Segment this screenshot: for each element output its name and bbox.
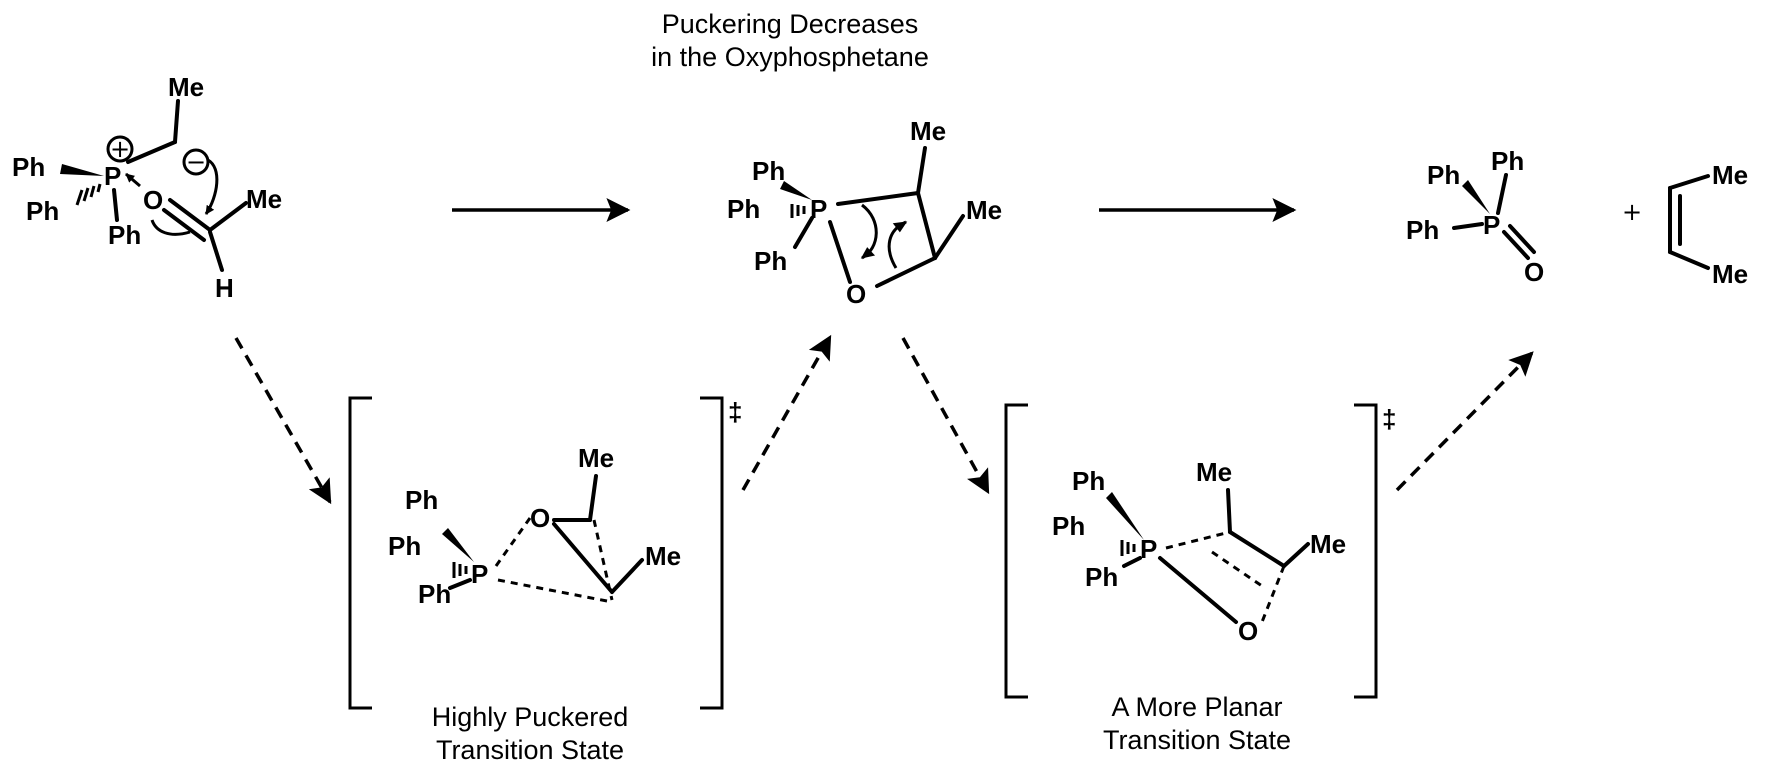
- ph-label-15: Ph: [1085, 562, 1118, 592]
- ph-label-8: Ph: [1491, 146, 1524, 176]
- wedge-bond-2: [780, 181, 812, 200]
- ph-label-11: Ph: [388, 531, 421, 561]
- highly-puckered-transition-state: ‡ Ph Ph Ph P O Me Me: [348, 396, 742, 710]
- phosphorus-label: P: [104, 161, 121, 191]
- me-label-9: Me: [1310, 529, 1346, 559]
- wedge-bond-3: [1462, 180, 1490, 214]
- negative-charge-icon: [182, 148, 210, 176]
- oxaphosphetane-molecule: Ph Ph Ph P O Me Me: [727, 116, 1002, 309]
- more-planar-transition-state: ‡ Ph Ph Ph P O Me Me: [1004, 403, 1396, 699]
- caption-right-ts-line1: A More Planar: [1111, 692, 1282, 722]
- me-label-4: Me: [1712, 160, 1748, 190]
- dashed-arrow-1: [234, 337, 332, 505]
- ph-label-2: Ph: [26, 196, 59, 226]
- me-label-2: Me: [910, 116, 946, 146]
- electron-arrow-oxygen: [150, 219, 191, 236]
- phosphorus-label-4: P: [471, 559, 488, 589]
- dashed-arrow-4: [1395, 351, 1534, 492]
- left-ts-bracket-right: [700, 396, 724, 710]
- positive-charge-sign: +: [110, 135, 130, 163]
- dashed-arrow-2: [741, 334, 832, 491]
- me-label-5: Me: [1712, 259, 1748, 289]
- oxygen-label-2: O: [846, 279, 866, 309]
- me-label-aldehyde: Me: [246, 184, 282, 214]
- electron-arrow-carbanion: [204, 158, 219, 215]
- ph-label-14: Ph: [1052, 511, 1085, 541]
- caption-left-ts-line1: Highly Puckered: [432, 702, 629, 732]
- plus-sign: +: [1622, 198, 1642, 226]
- wedge-bond-4: [442, 528, 474, 562]
- caption-puckering-line1: Puckering Decreases: [662, 9, 919, 39]
- ph-label-6: Ph: [754, 246, 787, 276]
- triphenylphosphine-oxide: Ph Ph Ph P O: [1406, 146, 1544, 287]
- me-label-3: Me: [966, 195, 1002, 225]
- wedge-bond-5: [1106, 492, 1144, 540]
- hashed-bond-5: [1120, 540, 1136, 556]
- oxygen-label-3: O: [1524, 257, 1544, 287]
- me-label-6: Me: [578, 443, 614, 473]
- hydrogen-label: H: [215, 273, 234, 303]
- me-label-7: Me: [645, 541, 681, 571]
- hashed-bond-2: [790, 204, 806, 218]
- oxygen-label: O: [143, 185, 163, 215]
- wedge-bond: [60, 164, 104, 176]
- pucker-arrow-left: [860, 203, 878, 260]
- hashed-bond-4: [452, 562, 468, 578]
- ph-label-9: Ph: [1406, 215, 1439, 245]
- ph-label-12: Ph: [418, 579, 451, 609]
- ph-label-13: Ph: [1072, 466, 1105, 496]
- positive-charge-icon: [106, 135, 134, 163]
- left-ts-bracket-left: [348, 396, 372, 710]
- dashed-arrow-3: [901, 337, 990, 495]
- caption-left-ts-line2: Transition State: [436, 735, 624, 765]
- ph-label-7: Ph: [1427, 160, 1460, 190]
- phosphorus-label-2: P: [810, 194, 827, 224]
- ylide-aldehyde-molecule: + − Ph Ph Ph P O Me Me H: [12, 72, 282, 303]
- oxygen-label-5: O: [1238, 616, 1258, 646]
- ph-label-10: Ph: [405, 485, 438, 515]
- cis-2-butene: Me Me: [1668, 160, 1748, 289]
- ph-label-4: Ph: [752, 156, 785, 186]
- right-ts-bracket-right: [1354, 403, 1378, 699]
- right-ts-bracket-left: [1004, 403, 1028, 699]
- ph-label-1: Ph: [12, 152, 45, 182]
- caption-right-ts-line2: Transition State: [1103, 725, 1291, 755]
- ph-label-5: Ph: [727, 194, 760, 224]
- oxygen-label-4: O: [530, 503, 550, 533]
- ts-double-dagger-1: ‡: [728, 397, 742, 427]
- ts-double-dagger-2: ‡: [1382, 404, 1396, 434]
- pucker-arrow-right: [887, 220, 908, 269]
- ph-label-3: Ph: [108, 220, 141, 250]
- caption-puckering-line2: in the Oxyphosphetane: [651, 42, 929, 72]
- phosphorus-label-5: P: [1140, 534, 1157, 564]
- me-label-ylide: Me: [168, 72, 204, 102]
- negative-charge-sign: −: [186, 148, 206, 176]
- me-label-8: Me: [1196, 457, 1232, 487]
- phosphorus-label-3: P: [1483, 210, 1500, 240]
- hashed-bond: [75, 183, 102, 206]
